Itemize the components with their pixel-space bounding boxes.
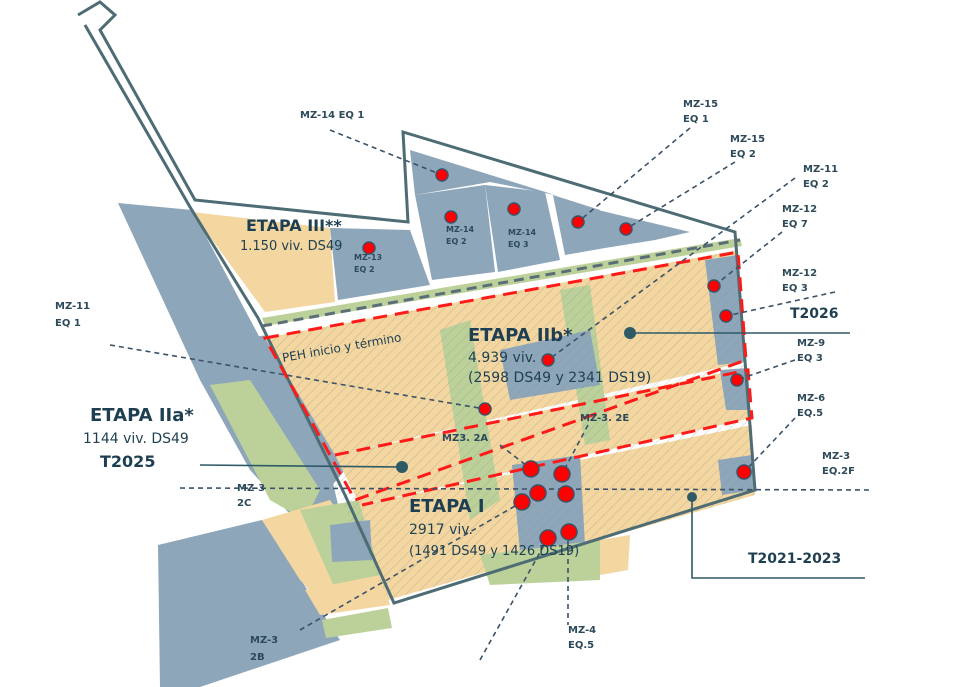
etapa-iia-title: ETAPA IIa* [90,405,194,426]
marker-mz3-eq2f[interactable] [736,464,752,480]
label-mz15-eq1-a: MZ-15 [683,99,718,110]
site-boundary [77,0,757,605]
label-mz14-eq3-a: MZ-14 [508,228,537,237]
label-mz3-2b-a: MZ-3 [250,635,278,646]
etapa-iia-year: T2025 [100,452,155,471]
label-mz12-eq3-b: EQ 3 [782,283,808,294]
label-mz3-2c-b: 2C [237,498,251,509]
label-mz12-eq3-a: MZ-12 [782,268,817,279]
label-mz15-eq1-b: EQ 1 [683,114,709,125]
marker-mz12-eq7[interactable] [707,279,721,293]
etapa-iib-detail2: (2598 DS49 y 2341 DS19) [468,370,651,386]
label-mz3-2e: MZ-3. 2E [580,413,629,424]
marker-mz12-eq3[interactable] [719,309,733,323]
marker-mz3-2e[interactable] [553,465,571,483]
marker-labels: MZ-14 EQ 1 MZ-15 EQ 1 MZ-15 EQ 2 MZ-11 E… [55,99,855,663]
label-mz12-eq7-b: EQ 7 [782,219,808,230]
marker-mz3-2b[interactable] [513,493,531,511]
development-area [265,250,755,600]
label-mz14-eq2-a: MZ-14 [446,225,475,234]
marker-mz14-eq3[interactable] [507,202,521,216]
marker-mz3-2d[interactable] [557,485,575,503]
t2025-anchor [396,461,408,473]
etapa-iib-title: ETAPA IIb* [468,325,573,346]
etapa-i-detail2: (1491 DS49 y 1426 DS19) [409,544,579,559]
label-mz6-eq5-b: EQ.5 [797,408,823,419]
label-mz4-eq5-b: EQ.5 [568,640,594,651]
marker-mz4-eq5a[interactable] [539,529,557,547]
label-mz15-eq2-b: EQ 2 [730,149,756,160]
leader-lines [109,127,871,661]
etapa-iia-detail: 1144 viv. DS49 [83,431,189,447]
t2021-label: T2021-2023 [748,551,841,567]
etapa-i-title: ETAPA I [409,496,485,517]
label-mz11-eq2-a: MZ-11 [803,164,838,175]
label-mz13-eq2-a: MZ-13 [354,253,382,262]
marker-mz14-eq1[interactable] [435,168,449,182]
equipment-markers [362,168,752,547]
marker-mz11-eq1[interactable] [478,402,492,416]
marker-mz13-eq2[interactable] [362,241,376,255]
label-mz13-eq2-b: EQ 2 [354,265,375,274]
etapa-i-detail: 2917 viv. [409,522,473,538]
etapa-iib-detail: 4.939 viv. [468,350,536,366]
label-mz3-eq2f-b: EQ.2F [822,466,855,477]
marker-mz15-eq1[interactable] [571,215,585,229]
label-mz14-eq1: MZ-14 EQ 1 [300,110,364,121]
road-dashed [261,238,741,328]
label-mz11-eq1-a: MZ-11 [55,301,90,312]
label-mz14-eq3-b: EQ 3 [508,240,529,249]
label-mz4-eq5-a: MZ-4 [568,625,596,636]
marker-mz14-eq2[interactable] [444,210,458,224]
marker-mz4-eq5[interactable] [560,523,578,541]
marker-mz15-eq2[interactable] [619,222,633,236]
label-mz3-2c-a: MZ-3 [237,483,265,494]
etapa-iii-title: ETAPA III** [246,216,342,235]
label-mz9-eq3-a: MZ-9 [797,338,825,349]
label-mz3-2b-b: 2B [250,652,265,663]
stage-borders [262,250,754,507]
label-mz14-eq2-b: EQ 2 [446,237,467,246]
t2026-anchor [624,327,636,339]
marker-mz11-eq2[interactable] [541,353,555,367]
t2021-anchor [687,492,697,502]
label-mz11-eq1-b: EQ 1 [55,318,81,329]
label-mz9-eq3-b: EQ 3 [797,353,823,364]
etapa-iii-detail: 1.150 viv. DS49 [240,239,342,254]
label-mz3-2a: MZ3. 2A [442,433,488,444]
label-mz6-eq5-a: MZ-6 [797,393,825,404]
label-mz11-eq2-b: EQ 2 [803,179,829,190]
marker-mz3-2c[interactable] [529,484,547,502]
label-mz15-eq2-a: MZ-15 [730,134,765,145]
t2026-label: T2026 [790,306,839,322]
marker-mz3-2a[interactable] [522,460,540,478]
marker-mz9-eq3[interactable] [730,373,744,387]
label-mz12-eq7-a: MZ-12 [782,204,817,215]
label-mz3-eq2f-a: MZ-3 [822,451,850,462]
